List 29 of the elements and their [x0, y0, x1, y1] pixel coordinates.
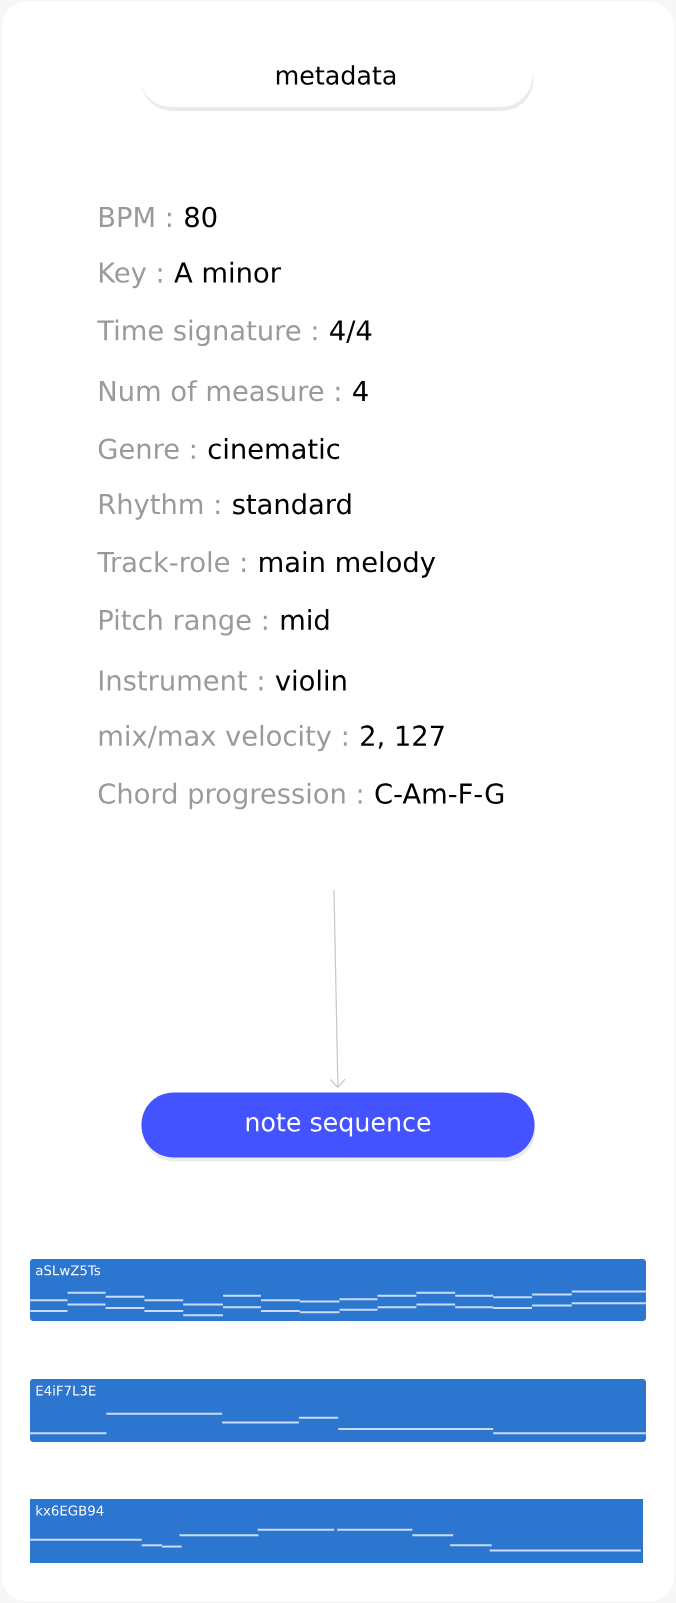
- pill-button: metadata: [139, 43, 533, 107]
- field-label: Num of measure :: [99, 380, 340, 402]
- field-value: mid: [281, 609, 329, 631]
- node-label: metadata: [276, 65, 396, 85]
- field-label: Key :: [99, 262, 162, 289]
- field-label: Instrument :: [99, 670, 263, 691]
- field-value: violin: [275, 669, 346, 691]
- track-id: E4iF7L3E: [36, 1385, 96, 1396]
- field-value: C-Am-F-G: [375, 783, 504, 804]
- field-label: Genre :: [98, 438, 195, 460]
- field-value: main melody: [260, 551, 436, 578]
- field-value: 4: [353, 380, 368, 401]
- field-label: BPM :: [99, 207, 171, 227]
- field-value: cinematic: [208, 438, 340, 460]
- field-label: Track-role :: [97, 551, 246, 573]
- track-id: aSLwZ5Ts: [36, 1265, 101, 1276]
- field-label: Chord progression :: [98, 782, 362, 810]
- pill-button: note sequence: [141, 1092, 535, 1158]
- field-value: 80: [185, 206, 217, 228]
- field-label: Pitch range :: [99, 609, 267, 636]
- field-label: Time signature :: [97, 319, 317, 347]
- field-value: standard: [233, 493, 351, 515]
- field-label: mix/max velocity :: [99, 724, 347, 752]
- field-value: 4/4: [330, 320, 372, 343]
- arrow: [329, 889, 346, 1089]
- field-label: Rhythm :: [99, 493, 220, 520]
- track-id: kx6EGB94: [36, 1505, 104, 1516]
- field-value: A minor: [174, 261, 281, 283]
- field-value: 2, 127: [361, 725, 444, 749]
